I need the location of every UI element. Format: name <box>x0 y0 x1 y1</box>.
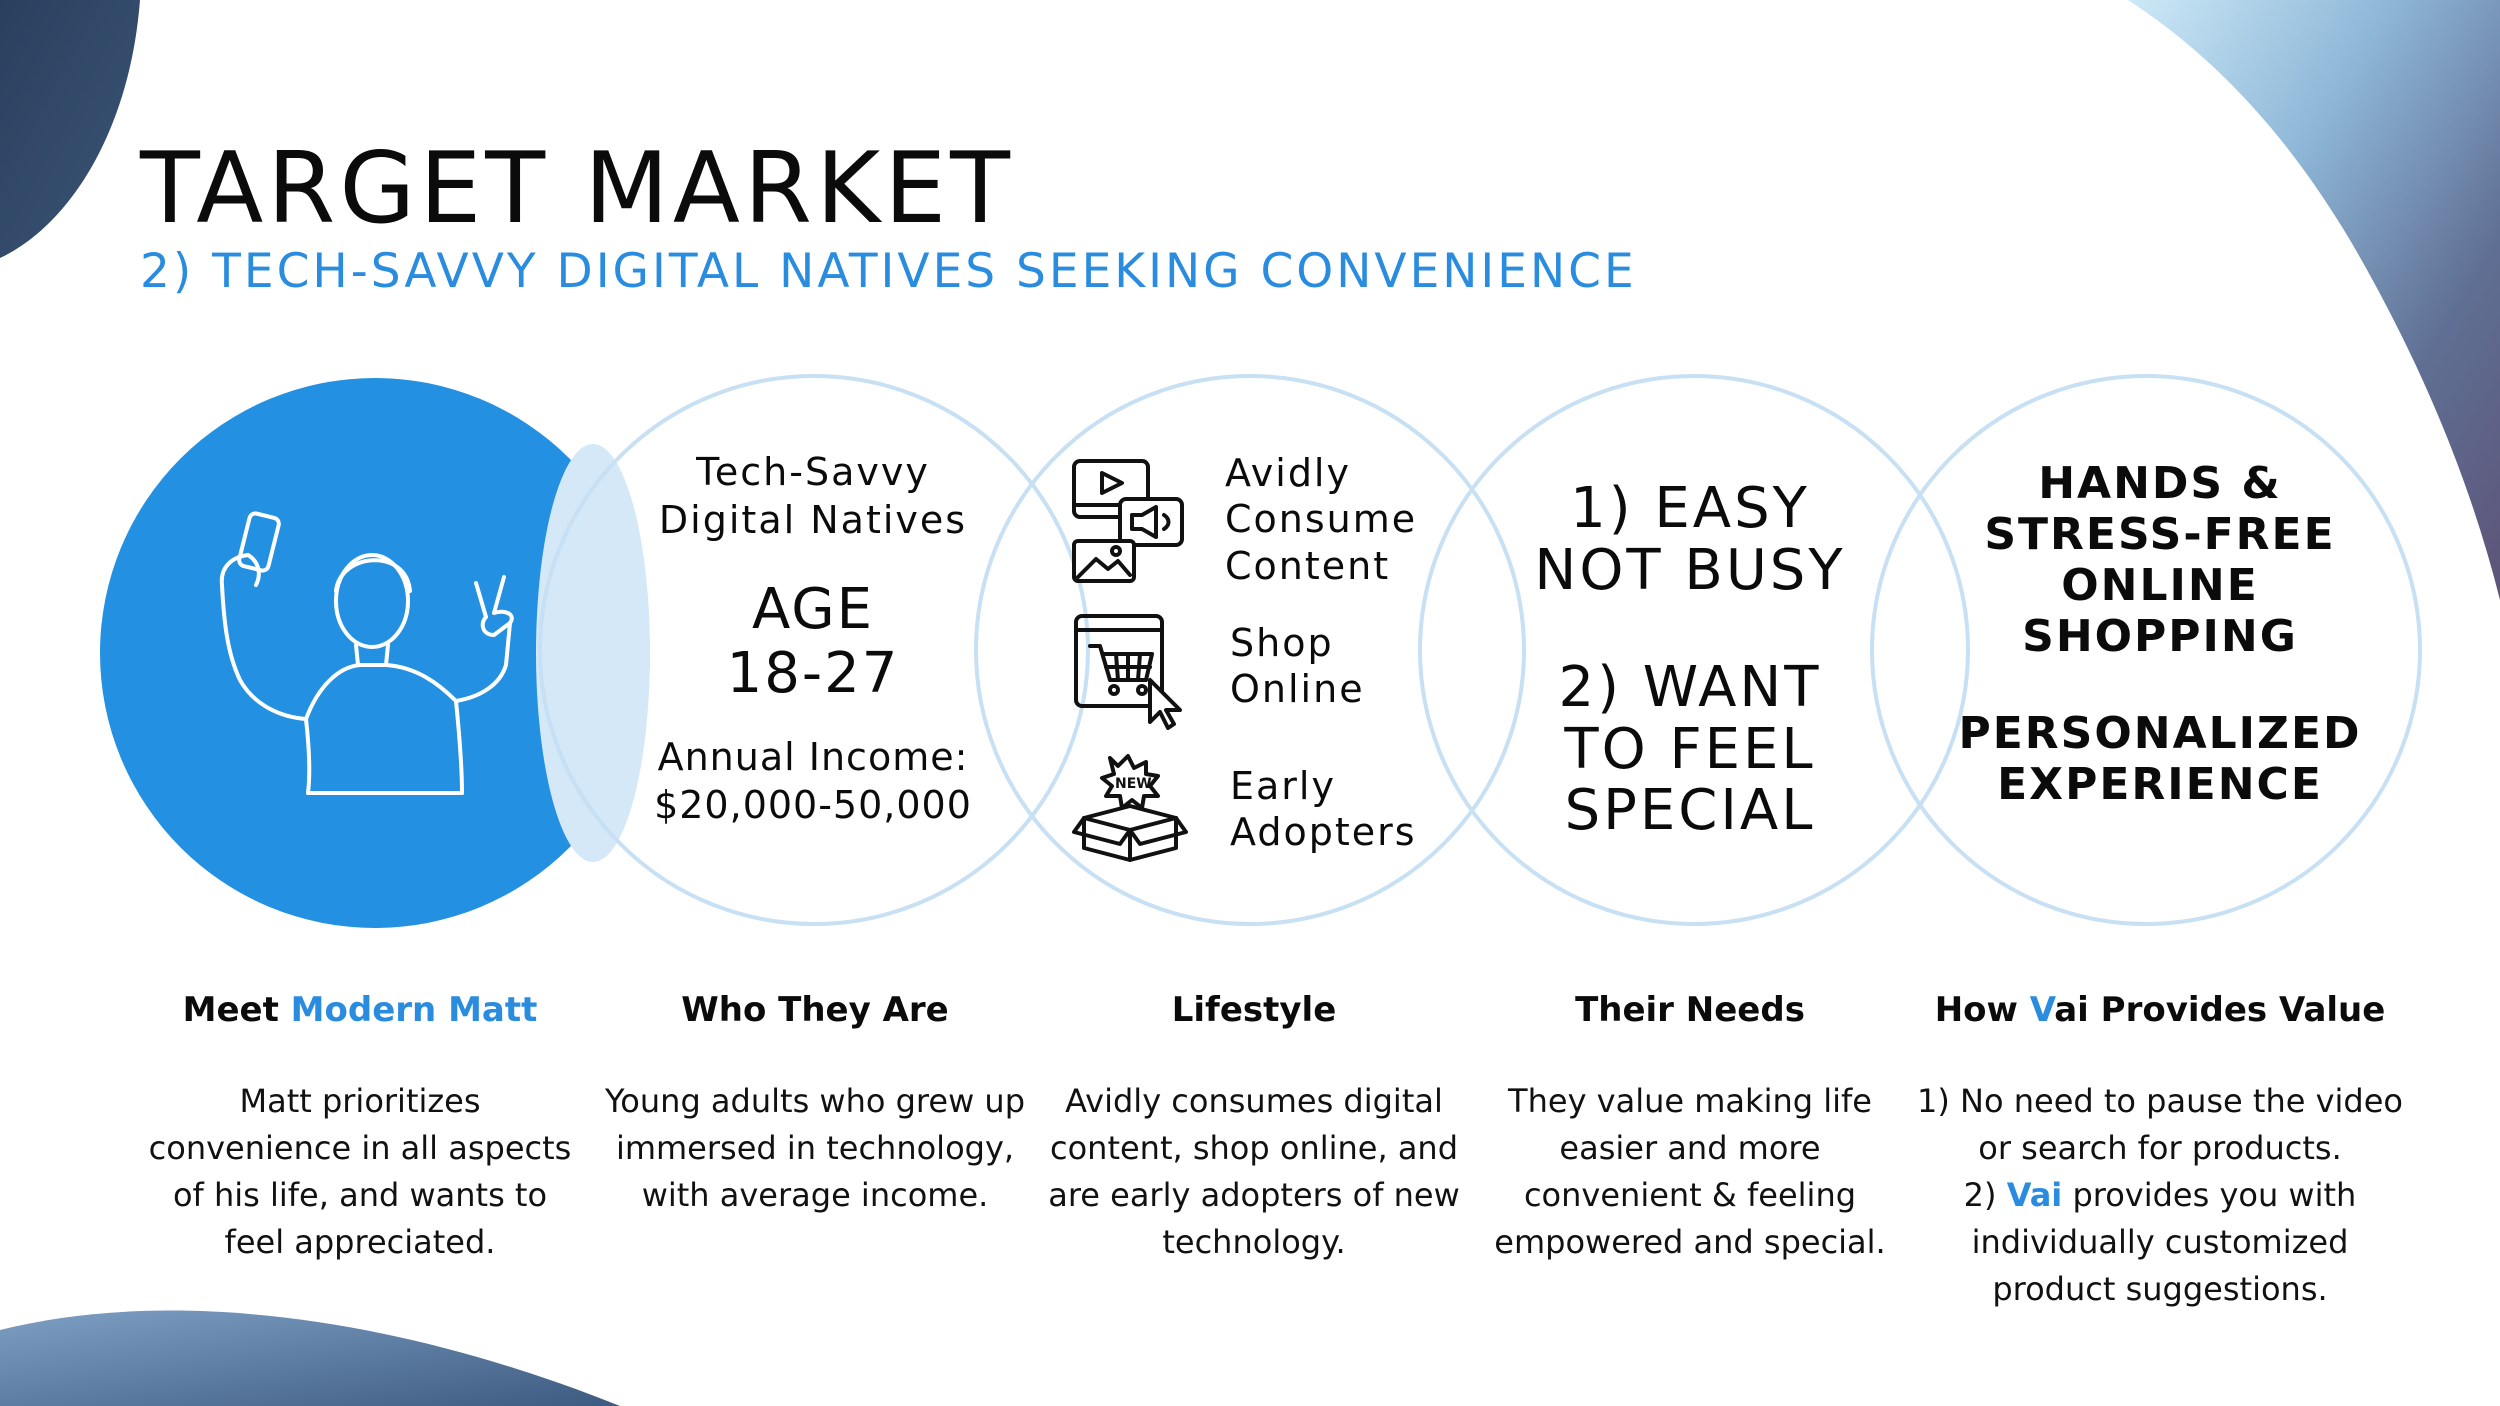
new-box-icon: NEW <box>1072 754 1188 862</box>
page-title: TARGET MARKET <box>140 132 1014 246</box>
age-value: 18-27 <box>726 640 900 706</box>
lifestyle-item-1-line1: Avidly <box>1225 451 1351 495</box>
page-subtitle: 2) TECH-SAVVY DIGITAL NATIVES SEEKING CO… <box>140 244 1637 299</box>
value-line3: ONLINE <box>2061 560 2259 612</box>
tech-savvy-label: Tech-Savvy <box>696 450 930 494</box>
top-left-blob <box>0 0 140 258</box>
need-2-line3: SPECIAL <box>1564 778 1816 844</box>
need-1-line1: 1) EASY <box>1570 476 1810 541</box>
lifestyle-item-2-line1: Shop <box>1230 621 1334 665</box>
income-value: $20,000-50,000 <box>654 782 972 827</box>
column-heading-lifestyle: Lifestyle <box>1171 990 1337 1030</box>
column-desc-value: 1) No need to pause the video or search … <box>1917 1082 2403 1309</box>
lifestyle-item-1-line3: Content <box>1225 543 1391 588</box>
person-selfie-icon <box>219 511 514 795</box>
value-line4: SHOPPING <box>2022 611 2298 663</box>
column-desc-matt: Matt prioritizes convenience in all aspe… <box>148 1082 572 1262</box>
column-heading-who: Who They Are <box>681 990 949 1030</box>
digital-natives-label: Digital Natives <box>658 497 968 542</box>
column-heading-needs: Their Needs <box>1575 990 1805 1030</box>
media-content-icon <box>1072 459 1184 583</box>
value-line5: PERSONALIZED <box>1958 708 2362 759</box>
need-1-line2: NOT BUSY <box>1534 537 1846 603</box>
shopping-cart-icon <box>1074 614 1182 730</box>
lifestyle-item-1-line2: Consume <box>1225 497 1418 542</box>
column-desc-who: Young adults who grew up immersed in tec… <box>605 1082 1025 1215</box>
bottom-left-blob <box>0 1310 620 1406</box>
column-desc-lifestyle: Avidly consumes digital content, shop on… <box>1048 1082 1460 1262</box>
value-line1: HANDS & <box>2038 458 2282 509</box>
value-circle <box>1870 374 2422 926</box>
column-heading-matt: Meet Modern Matt <box>182 990 538 1030</box>
top-right-blob <box>2128 0 2500 600</box>
income-label: Annual Income: <box>657 735 969 779</box>
lifestyle-item-3-line2: Adopters <box>1230 810 1417 855</box>
column-desc-needs: They value making life easier and more c… <box>1494 1082 1886 1262</box>
need-2-line1: 2) WANT <box>1558 655 1822 720</box>
value-line2: STRESS-FREE <box>1984 509 2336 561</box>
column-heading-value: How Vai Provides Value <box>1934 990 2386 1030</box>
lifestyle-item-2-line2: Online <box>1230 667 1365 712</box>
new-badge-text: NEW <box>1115 776 1152 792</box>
lifestyle-item-3-line1: Early <box>1230 764 1336 808</box>
value-line6: EXPERIENCE <box>1997 759 2323 811</box>
need-2-line2: TO FEEL <box>1564 716 1816 782</box>
age-label: AGE <box>751 577 875 642</box>
